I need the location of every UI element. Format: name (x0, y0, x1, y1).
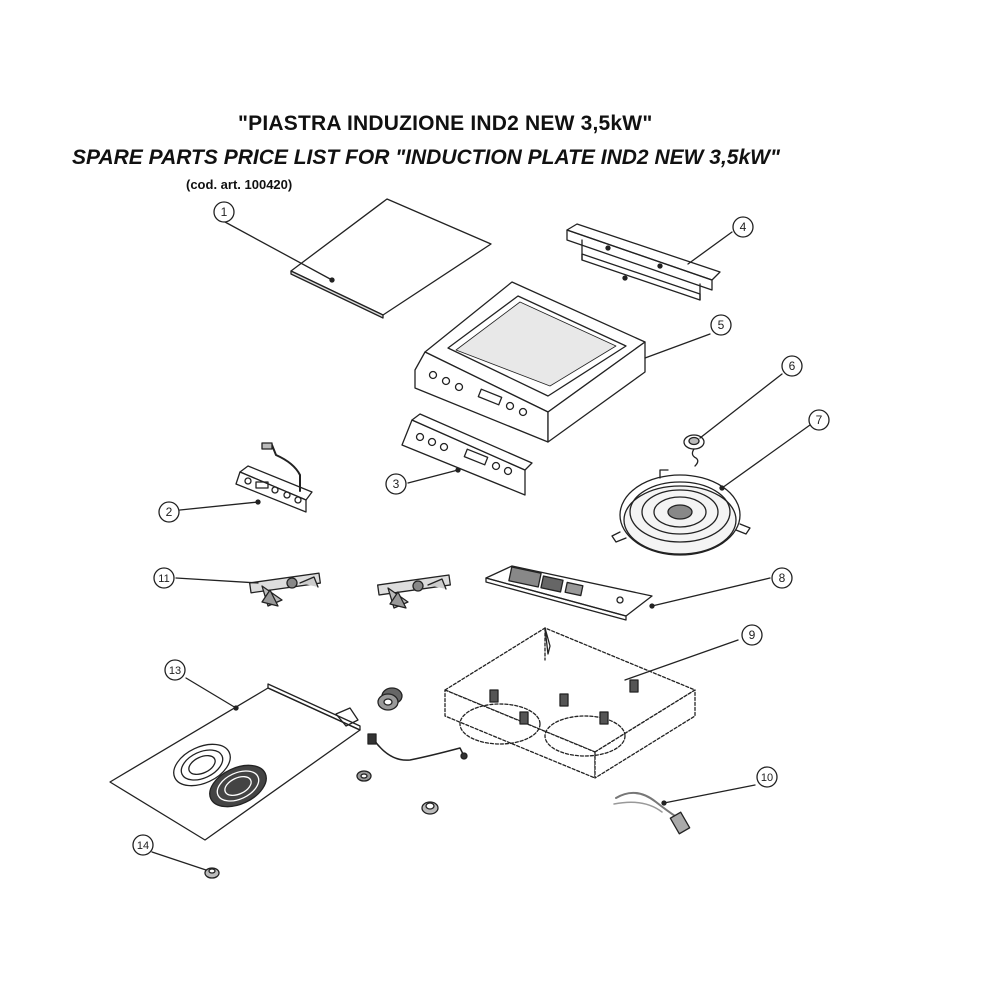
svg-text:10: 10 (761, 772, 773, 784)
part-11-fan-right (377, 574, 451, 609)
part-3-control-panel (401, 413, 533, 496)
svg-text:4: 4 (740, 220, 747, 234)
grommet (356, 770, 372, 782)
title-english: SPARE PARTS PRICE LIST FOR "INDUCTION PL… (72, 146, 780, 169)
part-10-power-cord (613, 784, 756, 835)
part-8-power-board (485, 565, 771, 621)
part-13-bottom-plate (109, 677, 361, 841)
callout-8: 8 (771, 567, 793, 589)
part-2-control-board (179, 442, 313, 513)
callout-9: 9 (741, 624, 763, 646)
strain-relief (377, 687, 403, 711)
part-14-foot (151, 851, 220, 879)
part-11-fan-left (175, 572, 322, 607)
part-4-bracket (566, 223, 733, 301)
svg-text:1: 1 (221, 205, 228, 219)
svg-text:8: 8 (779, 571, 786, 585)
callout-3: 3 (385, 473, 407, 495)
callout-7: 7 (808, 409, 830, 431)
part-7-induction-coil (611, 424, 811, 556)
callout-4: 4 (732, 216, 754, 238)
svg-text:6: 6 (789, 359, 796, 373)
title-italian: "PIASTRA INDUZIONE IND2 NEW 3,5kW" (238, 112, 653, 135)
svg-text:14: 14 (137, 840, 149, 852)
svg-text:5: 5 (718, 318, 725, 332)
svg-text:13: 13 (169, 665, 181, 677)
part-5-top-housing (414, 281, 711, 443)
callout-13: 13 (164, 659, 186, 681)
svg-text:9: 9 (749, 628, 756, 642)
part-9-base-frame (444, 627, 739, 779)
foot (421, 801, 439, 815)
callout-6: 6 (781, 355, 803, 377)
svg-text:11: 11 (158, 573, 169, 585)
callout-1: 1 (213, 201, 235, 223)
svg-text:2: 2 (166, 505, 173, 519)
svg-text:3: 3 (393, 477, 400, 491)
callout-11: 11 (153, 567, 175, 589)
callout-10: 10 (756, 766, 778, 788)
internal-cable (367, 733, 468, 761)
callout-2: 2 (158, 501, 180, 523)
part-6-sensor (683, 373, 783, 467)
part-1-glass-plate (224, 198, 492, 319)
callout-5: 5 (710, 314, 732, 336)
svg-text:7: 7 (816, 413, 823, 427)
article-code: (cod. art. 100420) (186, 177, 293, 192)
callout-14: 14 (132, 834, 154, 856)
